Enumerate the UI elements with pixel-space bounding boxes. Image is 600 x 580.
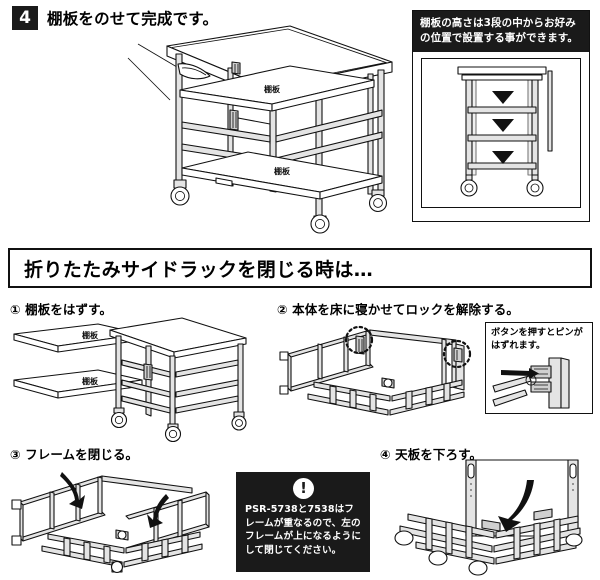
lower-tabletop-arrow <box>498 480 534 532</box>
substep-2-illustration <box>278 316 490 428</box>
substep-2-label: ② 本体を床に寝かせてロックを解除する。 <box>277 302 519 317</box>
pin-callout-figure <box>491 356 587 410</box>
lock-highlight-circle-right <box>442 339 472 369</box>
info-panel-figure <box>421 58 581 209</box>
shelf-label-upper: 棚板 <box>264 84 281 94</box>
triangle-down-icon-2 <box>492 119 514 133</box>
pin-release-callout: ボタンを押すとピンがはずれます。 <box>485 322 593 414</box>
pin-callout-text: ボタンを押すとピンがはずれます。 <box>491 327 583 351</box>
warning-text: PSR-5738と7538はフレームが重なるので、左のフレームが上になるようにし… <box>245 504 362 556</box>
triangle-down-icon-3 <box>492 151 514 165</box>
step-number-badge: 4 <box>12 6 38 30</box>
substep-1-label: ① 棚板をはずす。 <box>10 302 113 317</box>
section-title-bar: 折りたたみサイドラックを閉じる時は… <box>8 248 592 288</box>
fold-arrow-left <box>60 472 85 509</box>
fold-arrow-right <box>147 494 169 528</box>
substep-3-illustration <box>6 462 232 576</box>
lock-highlight-circle-left <box>344 325 374 355</box>
shelf-label-1: 棚板 <box>82 330 99 340</box>
triangle-down-icon-1 <box>492 91 514 105</box>
exclamation-icon: ! <box>293 478 314 499</box>
substep-3-label: ③ フレームを閉じる。 <box>10 447 139 462</box>
main-cart-illustration: 棚板 棚板 <box>120 18 412 234</box>
section-title-text: 折りたたみサイドラックを閉じる時は… <box>24 258 374 281</box>
info-panel-banner-text: 棚板の高さは3段の中からお好みの位置で設置する事ができます。 <box>413 11 589 53</box>
substep-4-label: ④ 天板を下ろす。 <box>380 447 483 462</box>
shelf-label-lower: 棚板 <box>274 166 291 176</box>
shelf-label-2: 棚板 <box>82 376 99 386</box>
step-4-header: 4 棚板をのせて完成です。 <box>12 6 218 30</box>
warning-box: ! PSR-5738と7538はフレームが重なるので、左のフレームが上になるよう… <box>236 472 370 572</box>
substep-1-illustration: 棚板 棚板 <box>6 312 268 443</box>
shelf-height-info-panel: 棚板の高さは3段の中からお好みの位置で設置する事ができます。 <box>412 10 590 222</box>
step-4-title: 棚板をのせて完成です。 <box>47 10 219 28</box>
substep-4-illustration <box>382 458 596 576</box>
